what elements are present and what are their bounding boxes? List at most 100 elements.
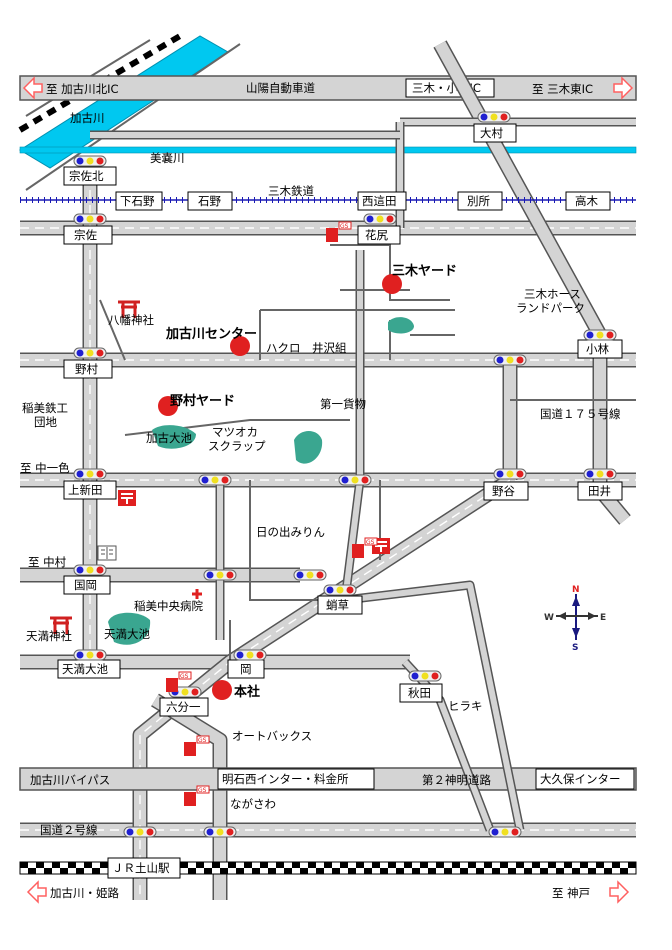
isawa-label: 井沢組 bbox=[312, 341, 347, 355]
compass-s: S bbox=[572, 643, 578, 653]
intersection-tenmanoike: 天満大池 bbox=[62, 662, 108, 676]
traffic-signal-icon bbox=[123, 826, 157, 838]
west-dest-arrow-icon bbox=[26, 880, 47, 904]
library-icon bbox=[97, 545, 117, 561]
sanyo-label: 山陽自動車道 bbox=[246, 81, 315, 95]
matsuoka-label-2: スクラップ bbox=[208, 439, 266, 453]
traffic-signal-icon bbox=[198, 474, 232, 486]
jr-tsuchiyama-station: ＪＲ土山駅 bbox=[112, 861, 170, 875]
torii-icon bbox=[118, 300, 140, 318]
east-dest-arrow-icon bbox=[609, 880, 630, 904]
to-nakamura-label: 至 中村 bbox=[28, 555, 67, 569]
gs-label: GS bbox=[340, 223, 349, 230]
kako-pond-label: 加古大池 bbox=[146, 431, 192, 445]
traffic-signal-icon bbox=[583, 329, 617, 341]
station-list: 下石野 石野 西這田 別所 高木 bbox=[115, 191, 611, 211]
hospital-icon bbox=[191, 588, 203, 600]
inami-industrial-label: 稲美鉄工 bbox=[22, 401, 68, 415]
daini-shinmei-label: 第２神明道路 bbox=[422, 773, 491, 787]
gas-station-icon: GS bbox=[184, 785, 210, 806]
daiichi-kamotsu-label: 第一貨物 bbox=[320, 397, 366, 411]
tenman-pond-label: 天満大池 bbox=[104, 627, 150, 641]
miki-horse-label-2: ランドパーク bbox=[516, 301, 585, 315]
gs-label: GS bbox=[366, 539, 375, 546]
station-nishihaida: 西這田 bbox=[362, 194, 397, 208]
head-office-label: 本社 bbox=[234, 684, 260, 700]
minogawa-label: 美嚢川 bbox=[150, 151, 185, 165]
intersection-labels: 大村 宗佐北 宗佐 花尻 小林 野村 上新田 野谷 田井 国岡 蛸草 天満大池 … bbox=[57, 123, 623, 717]
traffic-signal-icon bbox=[583, 468, 617, 480]
sanyo-expressway bbox=[19, 75, 637, 101]
station-shimoishino: 下石野 bbox=[120, 194, 155, 208]
east-arrow-icon bbox=[613, 76, 634, 100]
intersection-oka: 岡 bbox=[240, 662, 252, 676]
intersection-noya: 野谷 bbox=[492, 484, 515, 498]
traffic-signal-icon bbox=[488, 826, 522, 838]
station-bessho: 別所 bbox=[467, 194, 490, 208]
traffic-signal-icon bbox=[73, 564, 107, 576]
kakogawa-label: 加古川 bbox=[70, 111, 105, 125]
kakogawa-river bbox=[18, 33, 241, 191]
traffic-signal-icon bbox=[293, 569, 327, 581]
hachiman-shrine-label: 八幡神社 bbox=[108, 313, 154, 327]
intersection-kobayashi: 小林 bbox=[586, 342, 609, 356]
gs-label: GS bbox=[198, 787, 207, 794]
route175-label: 国道１７５号線 bbox=[540, 407, 621, 421]
traffic-signal-icon bbox=[73, 155, 107, 167]
east-ic-label: 至 三木東IC bbox=[532, 82, 593, 96]
bypass-label: 加古川バイパス bbox=[30, 773, 110, 787]
intersection-sosa: 宗佐 bbox=[74, 228, 97, 242]
hirake-label: ヒラキ bbox=[448, 699, 483, 713]
station-ishino: 石野 bbox=[198, 194, 221, 208]
traffic-signal-icon bbox=[338, 474, 372, 486]
okubo-ic-label: 大久保インター bbox=[540, 772, 621, 786]
inami-industrial-label-2: 団地 bbox=[34, 415, 57, 429]
compass-n: N bbox=[572, 585, 580, 595]
road-network bbox=[19, 40, 637, 900]
traffic-signal-icon bbox=[233, 649, 267, 661]
miki-horse-label: 三木ホース bbox=[524, 287, 581, 301]
gs-label: GS bbox=[198, 737, 207, 744]
intersection-takosou: 蛸草 bbox=[326, 598, 349, 612]
post-office-icon bbox=[118, 490, 136, 506]
akashi-nishi-ic-label: 明石西インター・料金所 bbox=[222, 772, 349, 786]
intersection-akita: 秋田 bbox=[408, 686, 431, 700]
gas-station-icon: GS bbox=[352, 537, 378, 558]
intersection-kamishinden: 上新田 bbox=[68, 483, 103, 497]
tenman-shrine-label: 天満神社 bbox=[26, 629, 72, 643]
matsuoka-label: マツオカ bbox=[212, 425, 258, 439]
hinode-label: 日の出みりん bbox=[256, 525, 325, 539]
autobacs-label: オートバックス bbox=[232, 729, 312, 743]
kakogawa-center-label: 加古川センター bbox=[165, 326, 257, 342]
gas-station-icon: GS bbox=[184, 735, 210, 756]
hospital-label: 稲美中央病院 bbox=[134, 599, 203, 613]
traffic-signal-icon bbox=[493, 468, 527, 480]
compass-e: E bbox=[600, 613, 606, 623]
intersection-kunioka: 国岡 bbox=[74, 578, 97, 592]
east-dest-label: 至 神戸 bbox=[552, 886, 590, 900]
company-markers bbox=[158, 274, 402, 700]
traffic-signal-icon bbox=[203, 569, 237, 581]
gs-label: GS bbox=[180, 673, 189, 680]
intersection-hanajiri: 花尻 bbox=[365, 228, 388, 242]
traffic-signal-icons bbox=[73, 111, 617, 838]
compass-w: W bbox=[544, 613, 554, 623]
nomura-yard-label: 野村ヤード bbox=[170, 393, 235, 409]
intersection-omura: 大村 bbox=[480, 126, 503, 140]
traffic-signal-icon bbox=[73, 649, 107, 661]
minogawa-river bbox=[19, 146, 637, 154]
traffic-signal-icon bbox=[408, 670, 442, 682]
traffic-signal-icon bbox=[73, 347, 107, 359]
traffic-signal-icon bbox=[363, 213, 397, 225]
traffic-signal-icon bbox=[493, 354, 527, 366]
traffic-signal-icon bbox=[323, 584, 357, 596]
gas-station-icon: GS bbox=[166, 671, 192, 692]
route2-label: 国道２号線 bbox=[40, 823, 98, 837]
gas-station-icon: GS GS GS GS GS bbox=[166, 221, 378, 806]
nagasawa-label: ながさわ bbox=[230, 797, 276, 811]
intersection-tai: 田井 bbox=[588, 484, 611, 498]
intersection-nomura: 野村 bbox=[75, 362, 98, 376]
compass-icon bbox=[556, 594, 598, 640]
traffic-signal-icon bbox=[203, 826, 237, 838]
